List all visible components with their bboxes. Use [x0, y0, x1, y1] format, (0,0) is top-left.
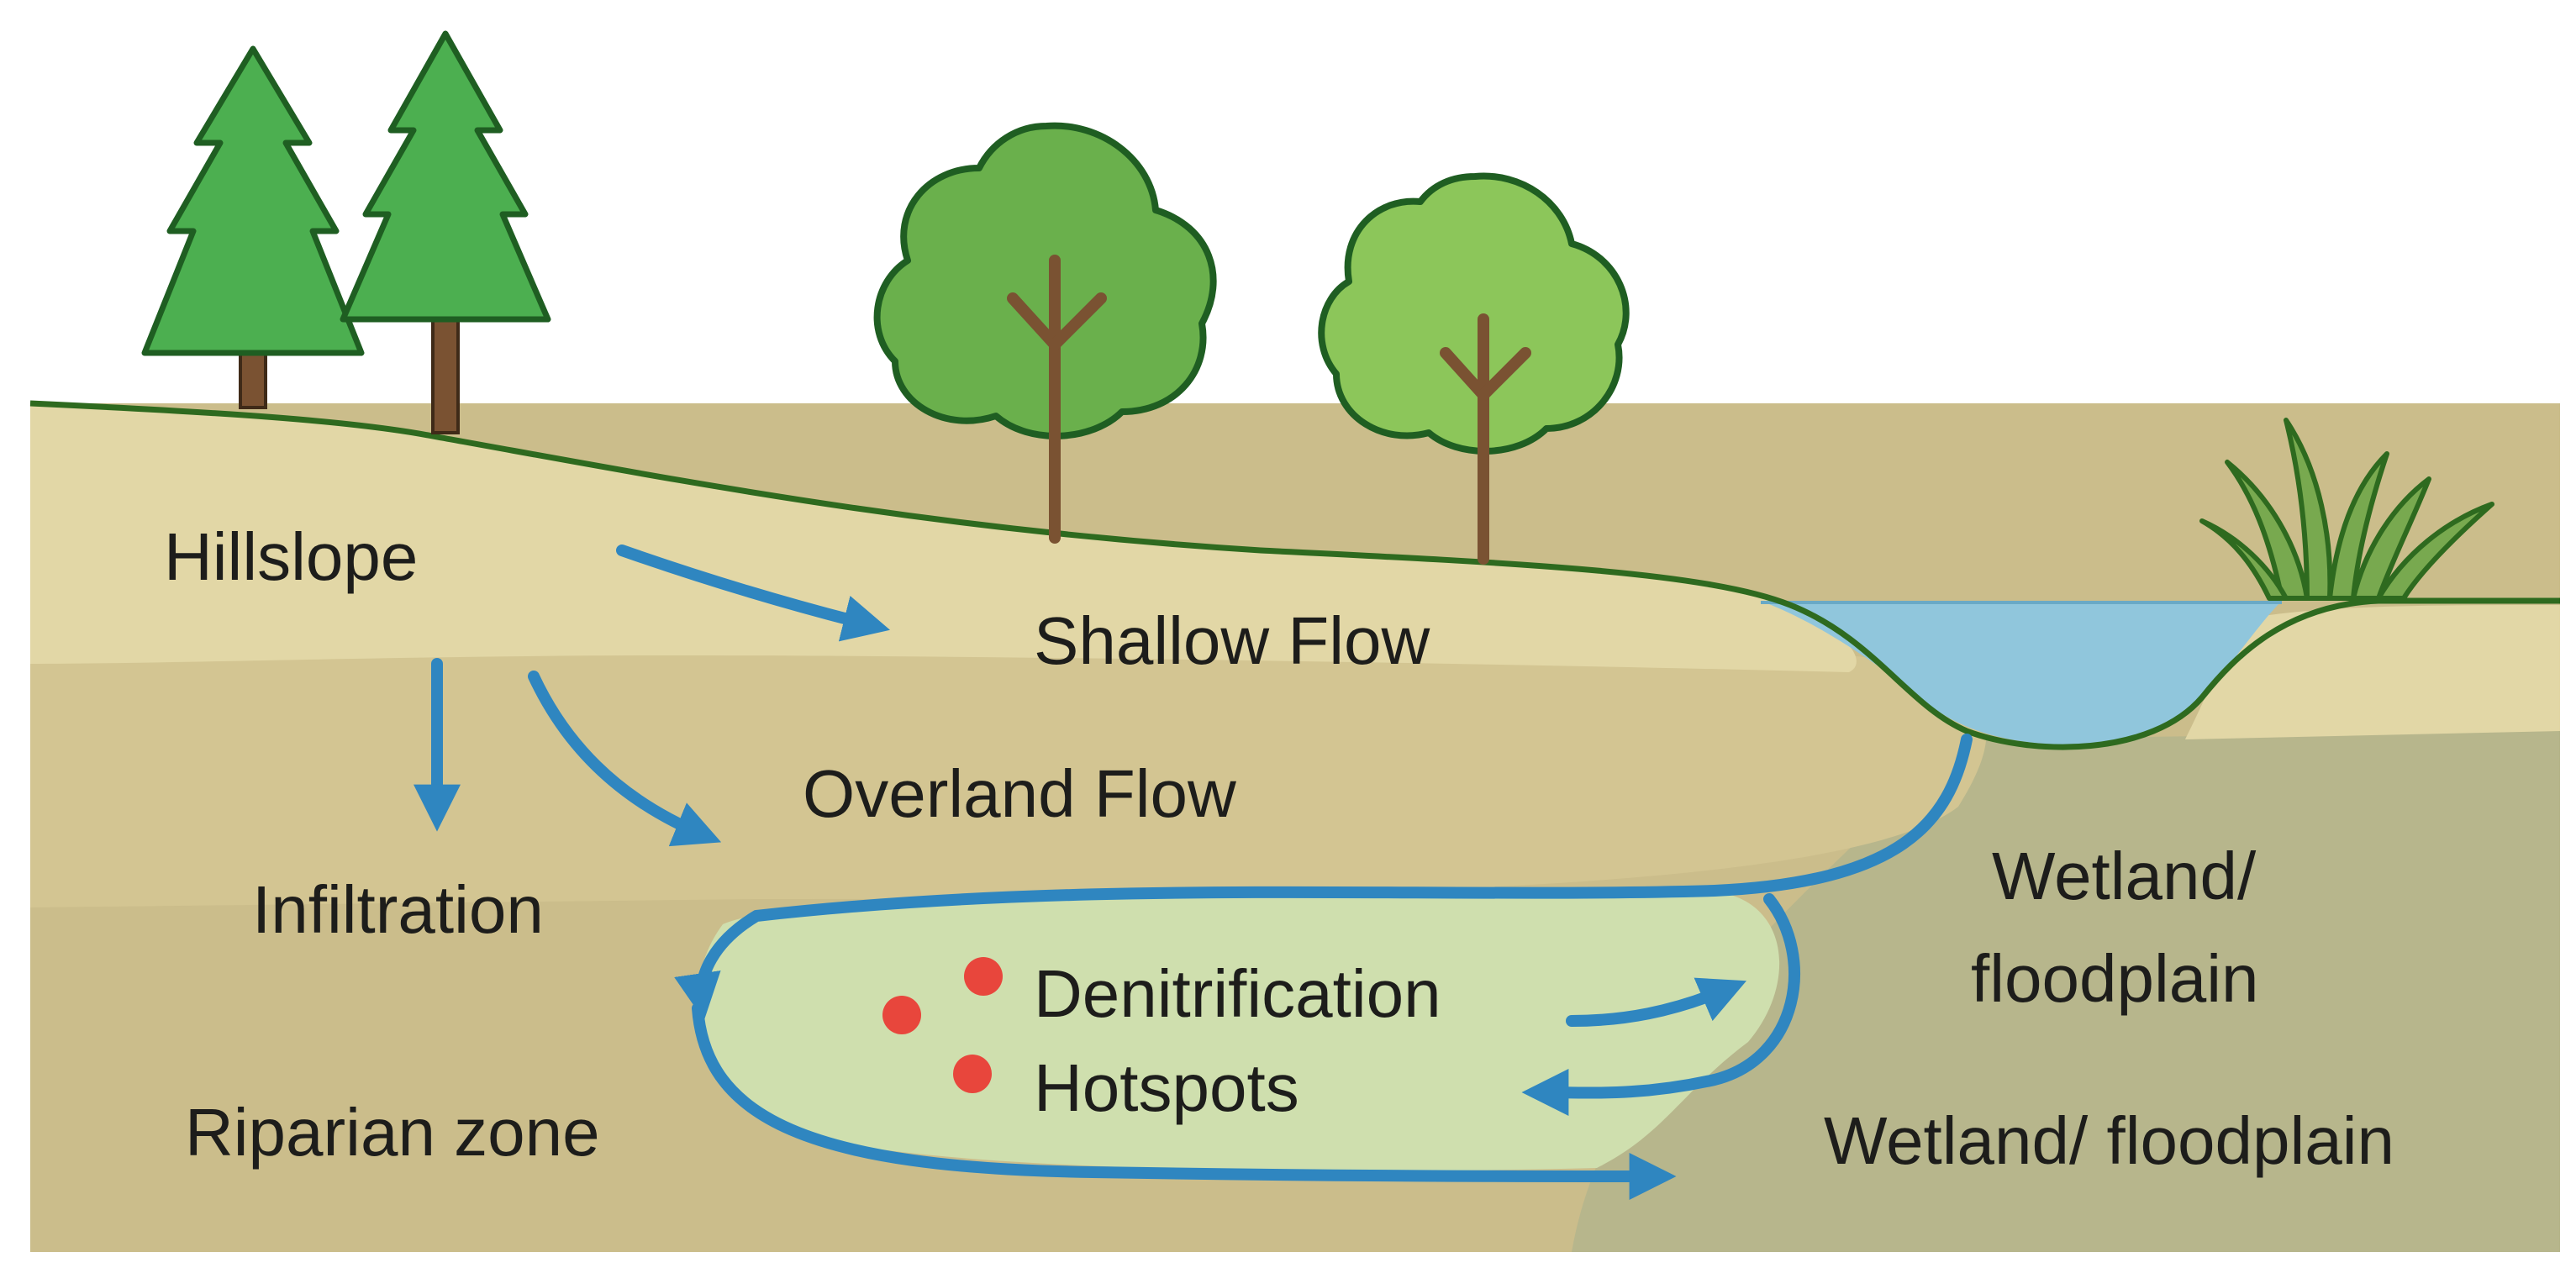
- riparian-zone-label: Riparian zone: [185, 1095, 600, 1170]
- overland-soil-layer: [30, 640, 1987, 907]
- conifer-tree-icon: [340, 30, 551, 323]
- hotspot-dot: [953, 1055, 992, 1093]
- shallow-flow-label: Shallow Flow: [1034, 603, 1430, 678]
- surface-soil-layer: [30, 403, 1857, 672]
- overland-flow-label: Overland Flow: [803, 756, 1236, 831]
- conifer-tree-icon: [141, 45, 365, 356]
- conifer-tree-2: [340, 30, 551, 434]
- ground-surface-line: [29, 400, 2560, 750]
- conifer-tree-1: [141, 45, 365, 409]
- hotspot-dots: [882, 957, 1003, 1093]
- bank-soil-layer: [2185, 605, 2560, 739]
- shallow-flow-arrow: [616, 544, 891, 642]
- hotspot-dot: [882, 996, 921, 1034]
- hotspot-dot: [964, 957, 1003, 996]
- broadleaf-tree-icon: [1318, 172, 1630, 455]
- hotspot-loop-flow: [1521, 893, 1800, 1117]
- stream-return-flow: [674, 734, 1973, 1021]
- trunk: [1440, 313, 1531, 565]
- wetland-lower-label: Wetland/ floodplain: [1824, 1103, 2394, 1178]
- floodplain-upper-label: floodplain: [1971, 941, 2259, 1016]
- hotspot-exit-arrow: [1566, 977, 1747, 1027]
- hotspots-label: Hotspots: [1034, 1050, 1299, 1125]
- wetland-floodplain-zone: [1572, 731, 2560, 1252]
- broadleaf-tree-2: [1318, 172, 1630, 565]
- flow-arrows: [414, 544, 1973, 1200]
- broadleaf-tree-1: [873, 122, 1217, 544]
- reed-grass-icon: [2199, 418, 2494, 601]
- stream-water: [1761, 601, 2282, 745]
- overland-flow-arrow: [528, 671, 722, 847]
- trunk: [1007, 255, 1107, 544]
- trunk: [431, 305, 460, 434]
- denitrification-label: Denitrification: [1034, 956, 1441, 1031]
- broadleaf-tree-icon: [873, 122, 1217, 439]
- hotspot-zone: [698, 887, 1780, 1171]
- lower-outflow-arrow: [692, 1002, 1677, 1200]
- wetland-upper-label: Wetland/: [1992, 839, 2257, 913]
- infiltration-label: Infiltration: [252, 872, 544, 947]
- hillslope-label: Hillslope: [164, 519, 418, 594]
